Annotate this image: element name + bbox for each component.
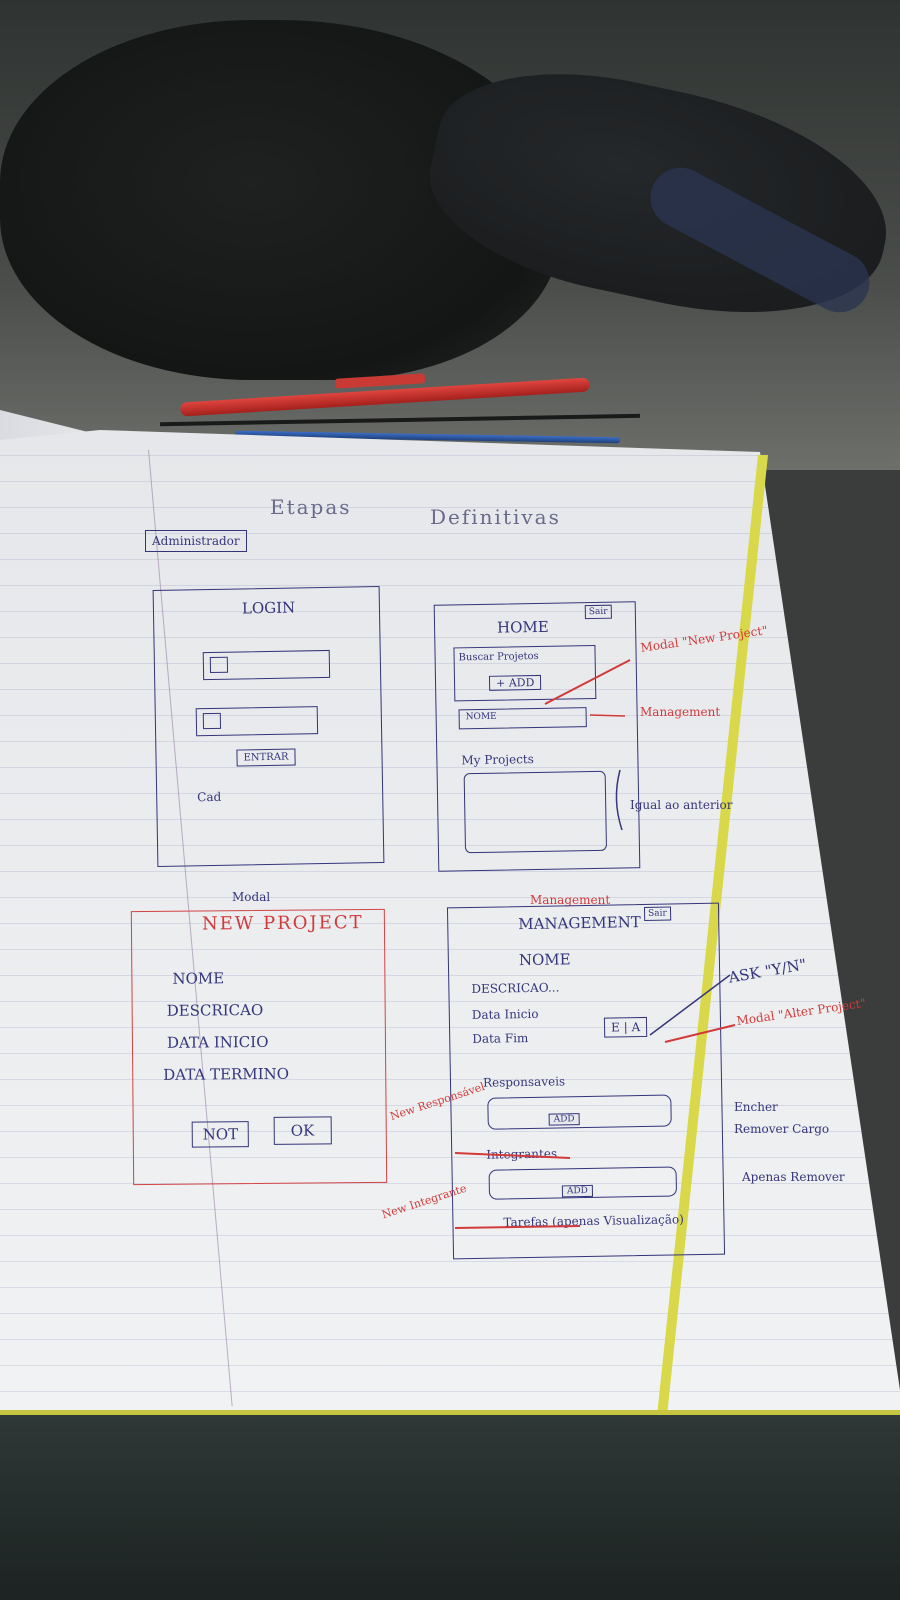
page-title-right: Definitivas: [430, 505, 561, 529]
arrow-new-responsavel: [454, 1152, 571, 1159]
note-remover-cargo: Remover Cargo: [734, 1122, 830, 1136]
arrow-row-to-management: [589, 714, 626, 717]
note-management: Management: [640, 705, 721, 719]
notebook-bottom-edge: [0, 1410, 900, 1418]
admin-label: Administrador: [145, 530, 247, 552]
desk-shadow: [0, 1415, 900, 1600]
note-equal-previous: Igual ao anterior: [630, 798, 733, 812]
arrow-to-ask: [649, 974, 731, 1036]
arrow-new-integrante: [454, 1225, 581, 1229]
note-apenas-remover: Apenas Remover: [742, 1170, 845, 1184]
note-enchim: Encher: [734, 1100, 778, 1114]
new-project-caption: Modal: [232, 890, 271, 904]
arrow-add-to-modal: [544, 659, 631, 705]
management-caption: Management: [530, 893, 611, 907]
brace-projects: [615, 769, 623, 831]
page-title-left: Etapas: [270, 495, 352, 519]
arrow-to-alter-modal: [664, 1024, 736, 1043]
